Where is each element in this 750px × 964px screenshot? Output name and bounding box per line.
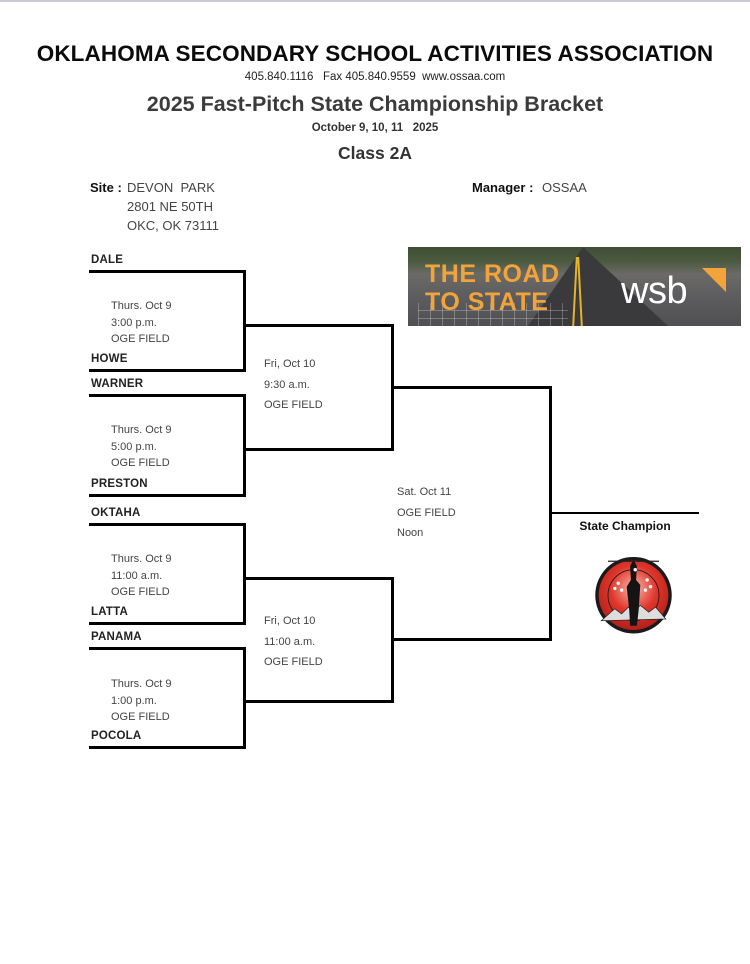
game-info: Thurs. Oct 9 1:00 p.m. OGE FIELD [111, 676, 172, 726]
game-day: Fri, Oct 10 [264, 358, 316, 370]
bracket-line [391, 386, 552, 389]
bracket-line [243, 700, 394, 703]
game-time: Noon [397, 527, 424, 539]
semifinal-info: Fri, Oct 10 11:00 a.m. OGE FIELD [264, 611, 323, 673]
seal-stars [613, 568, 653, 592]
bracket-line [391, 638, 552, 641]
game-field: OGE FIELD [111, 457, 170, 469]
state-champion-label: State Champion [579, 519, 671, 533]
top-edge [0, 0, 750, 2]
bracket-line [243, 324, 394, 327]
bracket-line [89, 494, 246, 497]
banner-fence [418, 303, 568, 326]
final-info: Sat. Oct 11 OGE FIELD Noon [397, 482, 456, 544]
bracket-line [89, 647, 246, 650]
wsb-logo: wsb [621, 270, 688, 312]
game-time: 9:30 a.m. [264, 378, 310, 391]
tournament-dates: October 9, 10, 11 2025 [311, 122, 439, 134]
game-field: OGE FIELD [111, 333, 170, 345]
game-day: Thurs. Oct 9 [111, 553, 172, 565]
manager-name: OSSAA [542, 180, 587, 195]
champion-line [550, 512, 699, 514]
game-info: Thurs. Oct 9 3:00 p.m. OGE FIELD [111, 298, 172, 348]
road-to-state-banner: THE ROAD TO STATE wsb [408, 247, 741, 326]
bracket-line [89, 394, 246, 397]
team-warner: WARNER [91, 378, 144, 390]
game-field: OGE FIELD [264, 399, 323, 411]
site-address-line1: 2801 NE 50TH [127, 199, 213, 214]
game-field: OGE FIELD [264, 656, 323, 668]
bracket-line [243, 523, 246, 625]
organization-name: OKLAHOMA SECONDARY SCHOOL ACTIVITIES ASS… [36, 41, 714, 66]
team-oktaha: OKTAHA [91, 507, 141, 519]
banner-headline-line1: THE ROAD [425, 260, 560, 288]
team-dale: DALE [91, 254, 124, 266]
manager-label: Manager : [472, 180, 534, 195]
game-day: Thurs. Oct 9 [111, 678, 172, 690]
bracket-title: 2025 Fast-Pitch State Championship Brack… [146, 92, 604, 116]
game-info: Thurs. Oct 9 5:00 p.m. OGE FIELD [111, 422, 172, 472]
semifinal-info: Fri, Oct 10 9:30 a.m. OGE FIELD [264, 354, 323, 416]
game-info: Thurs. Oct 9 11:00 a.m. OGE FIELD [111, 551, 172, 601]
wsb-arrow-icon [702, 268, 726, 292]
contact-info: 405.840.1116 Fax 405.840.9559 www.ossaa.… [244, 71, 506, 83]
bracket-line [243, 270, 246, 372]
ossaa-seal-icon [595, 556, 672, 634]
game-day: Thurs. Oct 9 [111, 300, 172, 312]
bracket-line [243, 647, 246, 749]
game-day: Sat. Oct 11 [397, 486, 452, 498]
team-panama: PANAMA [91, 631, 142, 643]
team-pocola: POCOLA [91, 730, 142, 742]
site-address-line2: OKC, OK 73111 [127, 218, 220, 233]
bracket-line [243, 577, 394, 580]
game-time: 5:00 p.m. [111, 440, 157, 453]
bracket-line [243, 448, 394, 451]
game-field: OGE FIELD [111, 586, 170, 598]
team-latta: LATTA [91, 606, 128, 618]
banner-headline: THE ROAD TO STATE [425, 260, 560, 316]
game-time: 11:00 a.m. [264, 635, 316, 648]
site-label: Site : [90, 180, 122, 195]
bracket-line [89, 270, 246, 273]
site-name: DEVON PARK [127, 180, 215, 195]
bracket-line [89, 523, 246, 526]
game-time: 3:00 p.m. [111, 316, 157, 329]
game-day: Fri, Oct 10 [264, 615, 316, 627]
team-howe: HOWE [91, 353, 128, 365]
banner-road [528, 247, 668, 326]
class-label: Class 2A [338, 143, 412, 163]
banner-headline-line2: TO STATE [425, 288, 549, 316]
game-field: OGE FIELD [111, 711, 170, 723]
team-preston: PRESTON [91, 478, 148, 490]
bracket-line [89, 746, 246, 749]
game-day: Thurs. Oct 9 [111, 424, 172, 436]
game-time: 11:00 a.m. [111, 569, 163, 582]
bracket-line [89, 369, 246, 372]
bracket-line [243, 394, 246, 497]
seal-figure [626, 559, 641, 626]
game-time: 1:00 p.m. [111, 694, 157, 707]
game-field: OGE FIELD [397, 506, 456, 519]
bracket-line [89, 622, 246, 625]
